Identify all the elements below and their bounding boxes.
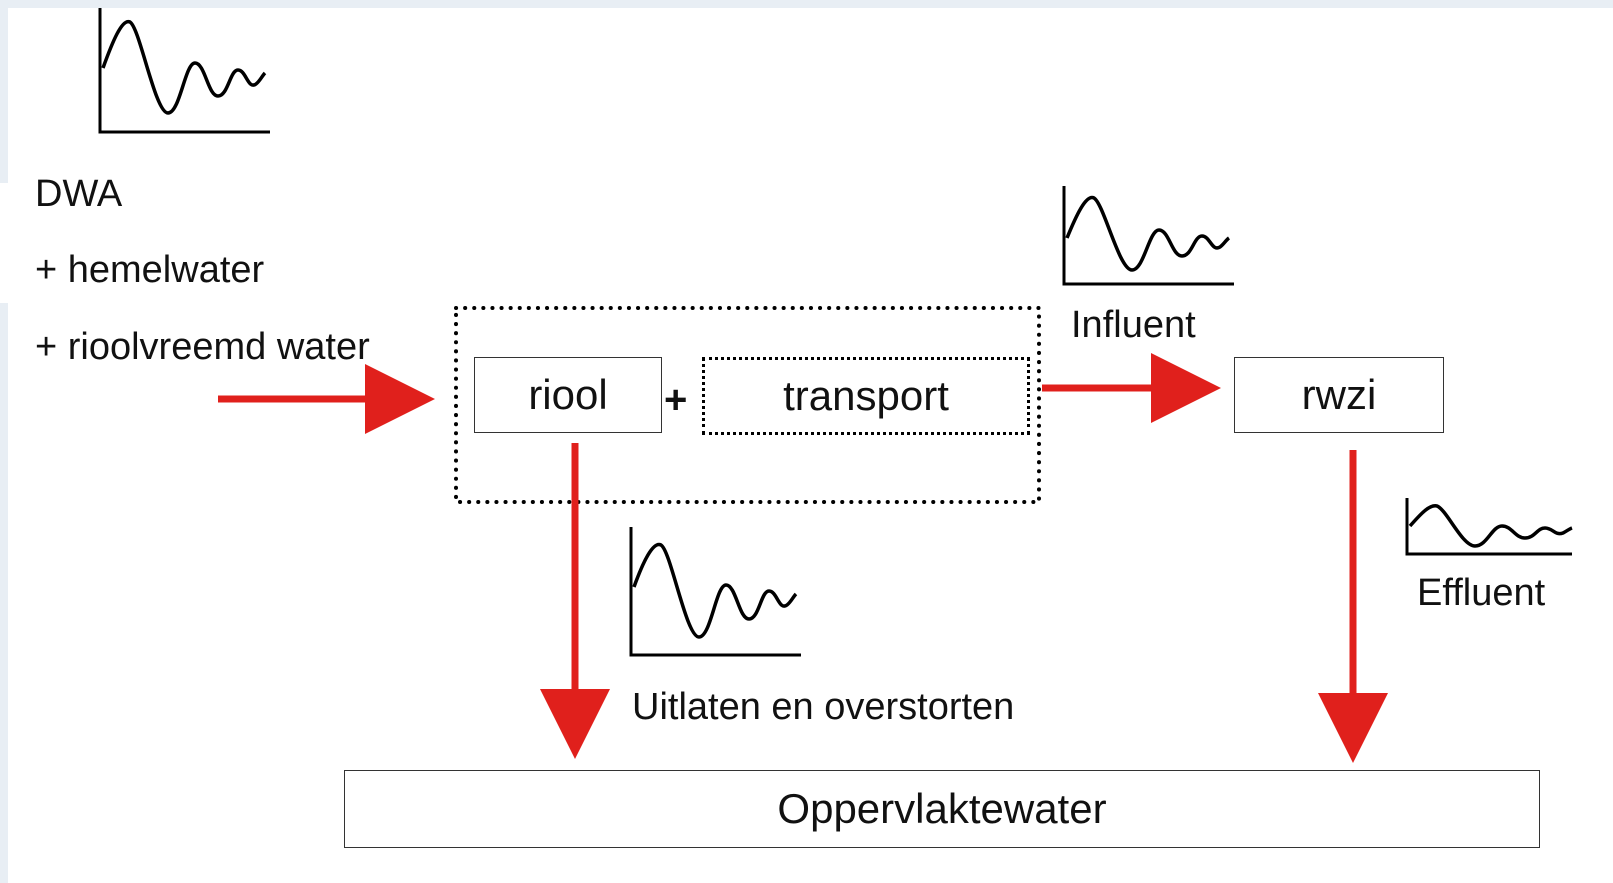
hydrograph-icon (629, 527, 801, 657)
input-rioolvreemd-water: + rioolvreemd water (35, 326, 370, 368)
node-oppervlaktewater: Oppervlaktewater (344, 770, 1540, 848)
plus-sign: + (664, 378, 688, 422)
input-dwa: DWA (35, 173, 123, 215)
sewer-system-boundary (454, 306, 1041, 504)
hydrograph-icon (98, 8, 270, 134)
hydrograph-icon (1405, 498, 1573, 556)
panel-middle (0, 183, 1613, 303)
node-transport: transport (702, 357, 1030, 435)
input-hemelwater: + hemelwater (35, 249, 265, 291)
node-riool: riool (474, 357, 662, 433)
node-rwzi: rwzi (1234, 357, 1444, 433)
label-effluent: Effluent (1417, 572, 1546, 614)
label-influent: Influent (1071, 304, 1196, 346)
hydrograph-icon (1062, 186, 1234, 286)
panel-top (8, 8, 1613, 183)
label-uitlaten-en-overstorten: Uitlaten en overstorten (632, 686, 1015, 728)
